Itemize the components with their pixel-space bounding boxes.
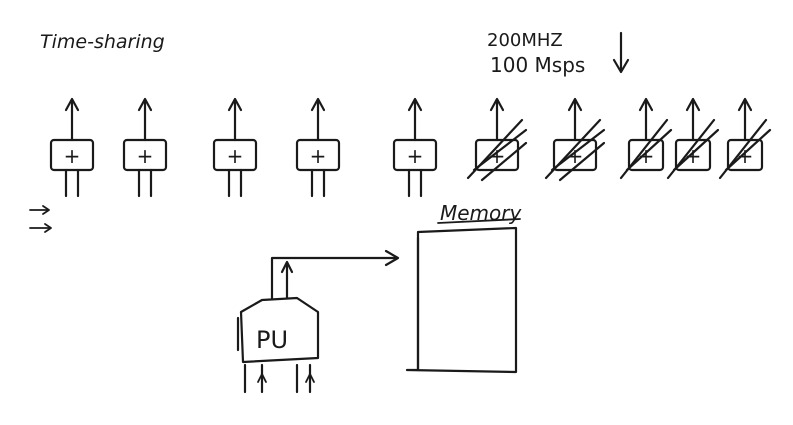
adder-row: ++++++++++ bbox=[49, 97, 772, 198]
arrow-head-icon bbox=[737, 97, 753, 112]
strike-mark bbox=[558, 141, 606, 182]
strike-mark bbox=[672, 128, 720, 172]
right-arrow-icon bbox=[29, 205, 50, 215]
adder-block: + bbox=[666, 97, 720, 180]
adder-symbol: + bbox=[137, 144, 154, 168]
adder-symbol: + bbox=[64, 144, 81, 168]
adder-block: + bbox=[295, 97, 341, 198]
adder-symbol: + bbox=[310, 144, 327, 168]
arrow-head-icon bbox=[310, 97, 326, 112]
adder-symbol: + bbox=[227, 144, 244, 168]
clock-frequency-text: 200MHZ bbox=[487, 30, 563, 51]
adder-box bbox=[552, 138, 598, 172]
pu-memory-bus bbox=[270, 249, 400, 300]
adder-box bbox=[122, 138, 168, 172]
adder-box bbox=[726, 138, 764, 172]
adder-block: + bbox=[212, 97, 258, 198]
adder-box bbox=[49, 138, 95, 172]
adder-block: + bbox=[49, 97, 95, 198]
adder-block: + bbox=[392, 97, 438, 198]
arrow-head-icon bbox=[227, 97, 243, 112]
input-arrows bbox=[29, 205, 52, 233]
arrow-head-icon bbox=[638, 97, 654, 112]
processing-unit: PU bbox=[236, 296, 320, 394]
strike-mark bbox=[724, 128, 772, 172]
arrow-head-icon bbox=[64, 97, 80, 112]
adder-symbol: + bbox=[407, 144, 424, 168]
adder-box bbox=[474, 138, 520, 172]
adder-block: + bbox=[544, 97, 606, 182]
adder-box bbox=[674, 138, 712, 172]
arrow-head-icon bbox=[489, 97, 505, 112]
title-text: Time-sharing bbox=[40, 31, 165, 53]
down-arrow-icon bbox=[612, 31, 630, 74]
adder-block: + bbox=[122, 97, 168, 198]
arrow-head-icon bbox=[137, 97, 153, 112]
strike-mark bbox=[472, 128, 528, 172]
strike-mark bbox=[550, 128, 606, 172]
strike-mark bbox=[480, 141, 528, 182]
sample-rate-text: 100 Msps bbox=[490, 53, 585, 77]
adder-block: + bbox=[718, 97, 772, 180]
adder-box bbox=[392, 138, 438, 172]
arrow-head-icon bbox=[685, 97, 701, 112]
adder-block: + bbox=[619, 97, 673, 180]
right-arrow-icon bbox=[29, 223, 52, 233]
arrow-head-icon bbox=[567, 97, 583, 112]
memory-block: Memory bbox=[405, 201, 523, 374]
adder-box bbox=[295, 138, 341, 172]
strike-mark bbox=[625, 128, 673, 172]
adder-box bbox=[212, 138, 258, 172]
arrow-head-icon bbox=[407, 97, 423, 112]
pu-label: PU bbox=[256, 326, 288, 354]
adder-block: + bbox=[466, 97, 528, 182]
adder-box bbox=[627, 138, 665, 172]
